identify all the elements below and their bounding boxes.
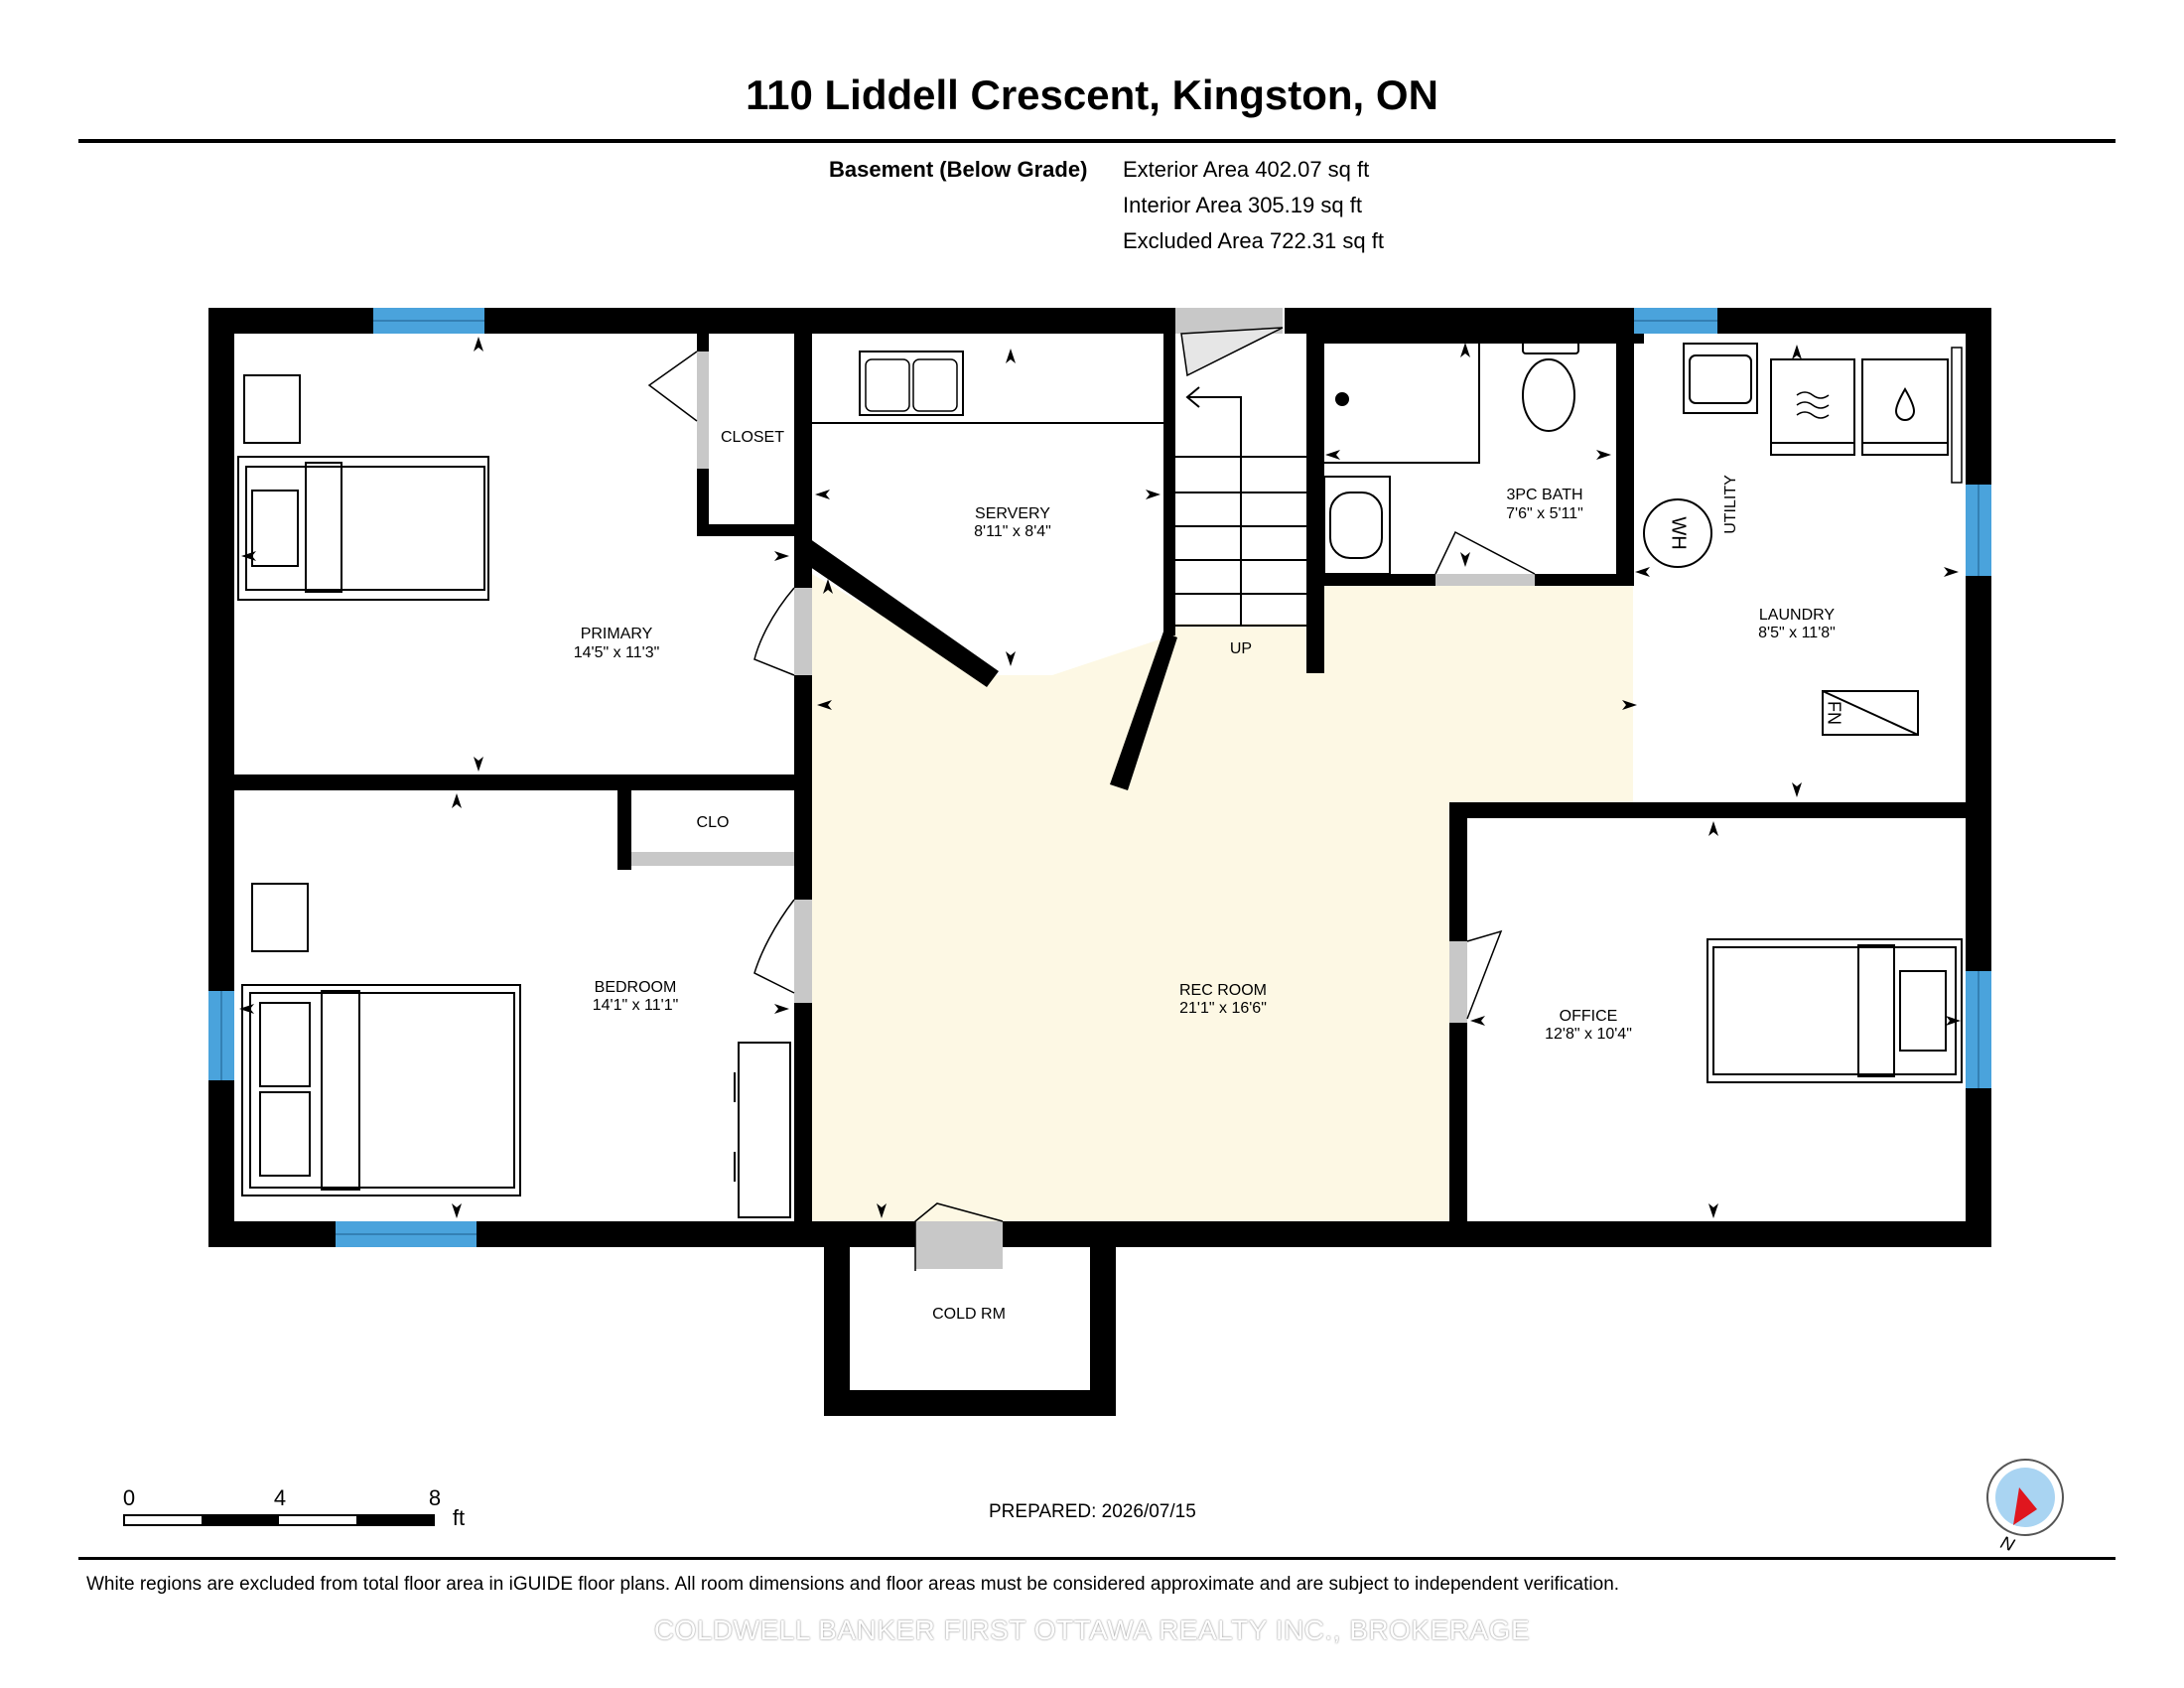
laundry-fixtures: [1643, 343, 1963, 736]
room-laundry-name: LAUNDRY: [1759, 607, 1836, 624]
compass-north-label: N: [1998, 1532, 2018, 1556]
excluded-area: Excluded Area 722.31 sq ft: [1123, 228, 1384, 253]
footer-rule: [78, 1557, 2116, 1560]
room-primary-name: PRIMARY: [581, 626, 653, 642]
scale-unit: ft: [453, 1505, 465, 1530]
doors: [631, 308, 1536, 1271]
room-primary-dims: 14'5" x 11'3": [574, 644, 660, 661]
primary-furniture: [237, 374, 489, 601]
bedroom-furniture: [241, 883, 791, 1218]
level-name: Basement (Below Grade): [829, 157, 1088, 182]
office-furniture: [1706, 938, 1963, 1083]
room-office-name: OFFICE: [1560, 1008, 1618, 1025]
scale-tick-0: 0: [123, 1485, 135, 1510]
room-laundry-dims: 8'5" x 11'8": [1758, 625, 1836, 641]
stairs-up-label: UP: [1230, 640, 1252, 657]
water-heater-label: WH: [1668, 516, 1690, 549]
room-clo-name: CLO: [697, 814, 730, 831]
staircase: [1175, 386, 1306, 627]
room-cold-name: COLD RM: [932, 1306, 1006, 1323]
rec-room-floor: [812, 574, 1633, 1221]
scale-bar: 0 4 8 ft: [123, 1485, 465, 1530]
room-rec-dims: 21'1" x 16'6": [1179, 1000, 1267, 1017]
room-bath-dims: 7'6" x 5'11": [1506, 505, 1583, 522]
bath-fixtures: [1323, 341, 1579, 575]
prepared-date: PREPARED: 2026/07/15: [989, 1501, 1196, 1522]
room-servery-name: SERVERY: [975, 505, 1050, 522]
scale-tick-8: 8: [429, 1485, 441, 1510]
interior-area: Interior Area 305.19 sq ft: [1123, 193, 1362, 217]
utility-label: UTILITY: [1722, 475, 1739, 534]
room-bath-name: 3PC BATH: [1506, 487, 1582, 503]
brokerage-watermark: COLDWELL BANKER FIRST OTTAWA REALTY INC.…: [653, 1615, 1531, 1645]
room-servery-dims: 8'11" x 8'4": [974, 523, 1051, 540]
exterior-area: Exterior Area 402.07 sq ft: [1123, 157, 1370, 182]
footer-note: White regions are excluded from total fl…: [86, 1574, 1620, 1595]
page-title: 110 Liddell Crescent, Kingston, ON: [746, 71, 1438, 118]
compass-icon: N: [1986, 1459, 2064, 1556]
room-closet-name: CLOSET: [721, 429, 784, 446]
room-bedroom-name: BEDROOM: [595, 979, 677, 996]
header-rule: [78, 139, 2116, 143]
room-rec-name: REC ROOM: [1179, 982, 1267, 999]
walls: [208, 308, 1991, 1416]
scale-tick-4: 4: [274, 1485, 286, 1510]
room-office-dims: 12'8" x 10'4": [1545, 1026, 1632, 1043]
furnace-label: FN: [1824, 701, 1843, 725]
room-bedroom-dims: 14'1" x 11'1": [593, 997, 679, 1014]
